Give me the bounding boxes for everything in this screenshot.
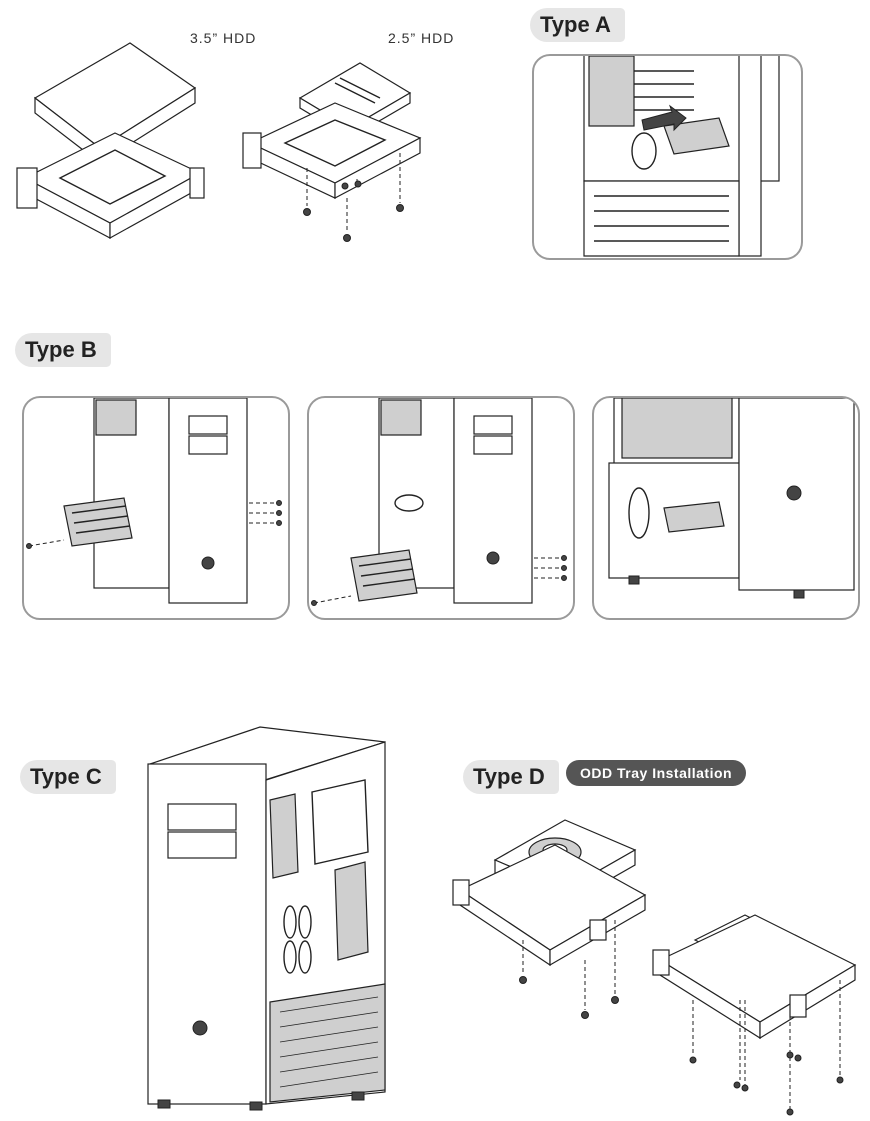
arrow-right-icon [641,104,687,132]
type-a-illustration [583,56,780,257]
type-d-label: Type D [463,760,559,794]
screw-icon [311,555,567,606]
odd-tray-installation-badge: ODD Tray Installation [566,760,747,786]
hdd-25-tray [242,102,422,199]
type-b-panel-2 [307,396,575,620]
screw-icon [519,976,844,1116]
type-b-illustration-2 [311,398,567,606]
type-c-label: Type C [20,760,116,794]
thermaltake-logo-icon [201,556,215,570]
type-b-label: Type B [15,333,111,367]
thermaltake-logo-icon [786,485,802,501]
hdd-25-label: 2.5” HDD [388,30,455,46]
thermaltake-logo-icon [192,1020,208,1036]
type-b-illustration-3 [608,398,855,599]
type-b-illustration-1 [26,398,282,604]
type-a-label: Type A [530,8,625,42]
odd-tray-25 [652,914,857,1040]
type-c-illustration [147,726,386,1111]
hdd-tray-illustration [16,42,422,242]
hdd-35-label: 3.5” HDD [190,30,257,46]
type-b-panel-3 [592,396,860,620]
hdd-35-tray [16,132,205,240]
odd-tray-35 [452,819,647,967]
type-d-illustration [452,819,857,1116]
type-b-panel-1 [22,396,290,620]
type-a-panel [532,54,803,260]
thermaltake-logo-icon [486,551,500,565]
screw-icon [303,153,404,242]
screw-icon [26,500,282,549]
